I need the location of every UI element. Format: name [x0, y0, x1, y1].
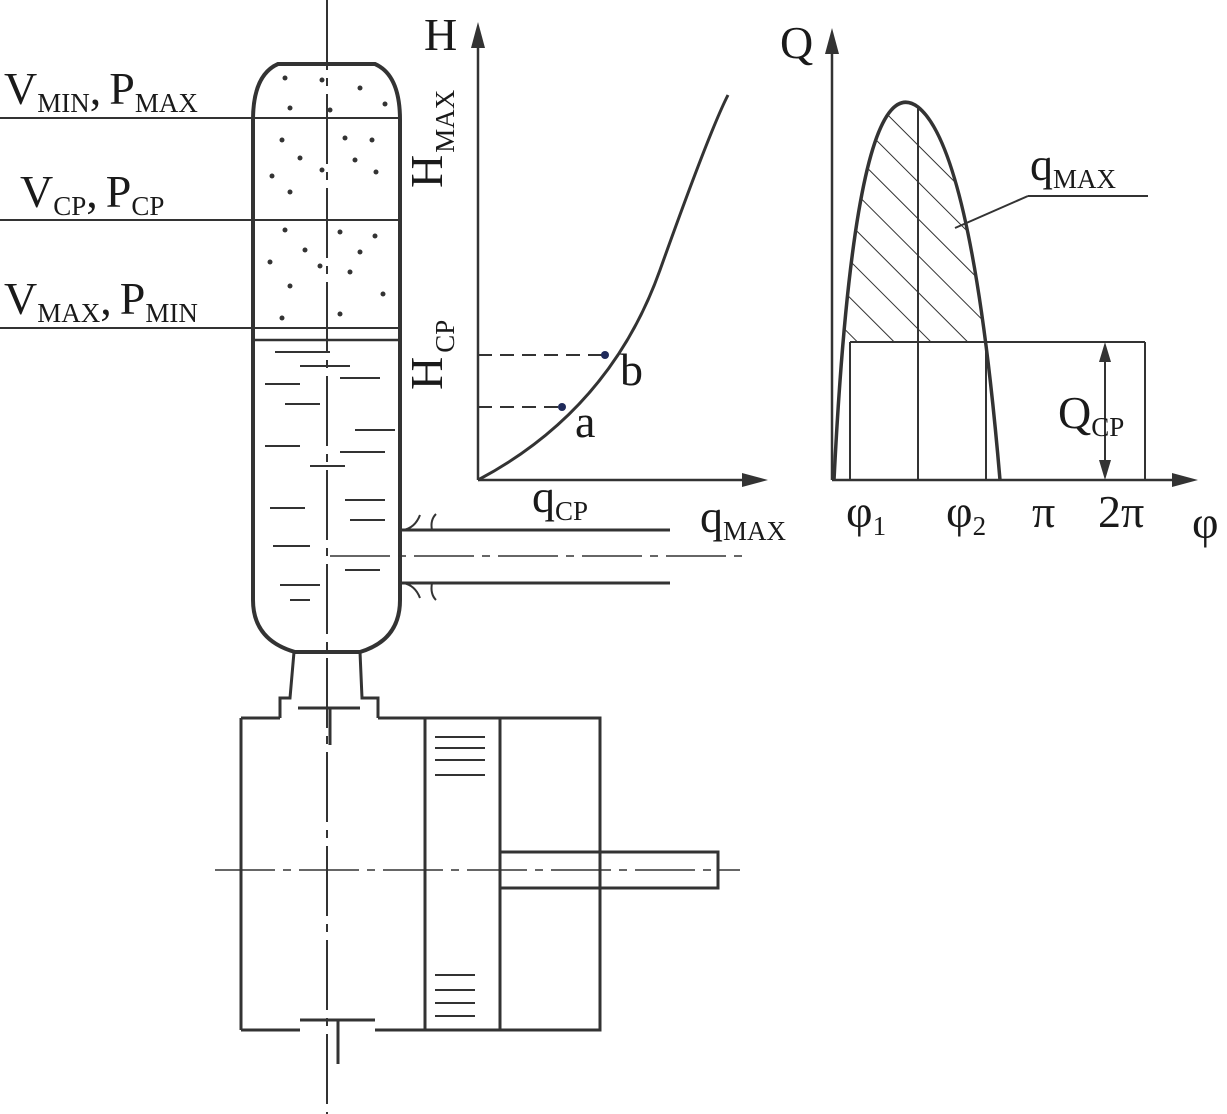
point-a-marker [558, 403, 566, 411]
qmax-leader [954, 195, 1029, 229]
hq-y-label: H [424, 9, 457, 60]
point-b-label: b [620, 344, 643, 395]
label-q-max-hq: qMAX [700, 491, 787, 546]
label-level-bot: VMAX,PMIN [4, 273, 198, 328]
label-level-mid: VCP,PCP [20, 166, 164, 221]
qphi-y-label: Q [780, 17, 813, 68]
water-dashes [265, 351, 395, 601]
hq-y-arrow [471, 22, 485, 48]
level-lines [0, 117, 400, 329]
qphi-x-arrow [1172, 473, 1198, 487]
label-q-max-qphi: qMAX [1030, 139, 1117, 194]
label-q-cp: qCP [532, 471, 588, 526]
air-chamber [251, 0, 402, 1114]
tick-phi2: φ2 [946, 486, 986, 541]
label-q-cp-mean: QCP [1058, 387, 1124, 442]
outlet-pipes [330, 513, 750, 601]
qphi-x-label: φ [1192, 497, 1219, 548]
qphi-curve [832, 100, 1002, 481]
chart-h-q: H b a qCP qMAX [424, 9, 787, 546]
hq-curve [477, 94, 730, 482]
point-a-label: a [575, 396, 595, 447]
tick-pi: π [1032, 486, 1055, 537]
label-level-top: VMIN,PMAX [4, 63, 198, 118]
tick-phi1: φ1 [846, 486, 886, 541]
tick-two-pi: 2π [1098, 486, 1144, 537]
air-dots [267, 75, 388, 321]
hq-x-arrow [742, 473, 768, 487]
pump-body [215, 716, 740, 1064]
chart-q-phi: Q qMAX QCP φ1 φ2 π 2π φ [780, 17, 1219, 548]
label-h-max: HMAX [401, 89, 460, 188]
vessel-neck [278, 651, 380, 745]
label-h-cp: HCP [401, 320, 460, 390]
point-b-marker [601, 351, 609, 359]
qphi-hatch [843, 102, 986, 342]
qphi-y-arrow [825, 28, 839, 54]
